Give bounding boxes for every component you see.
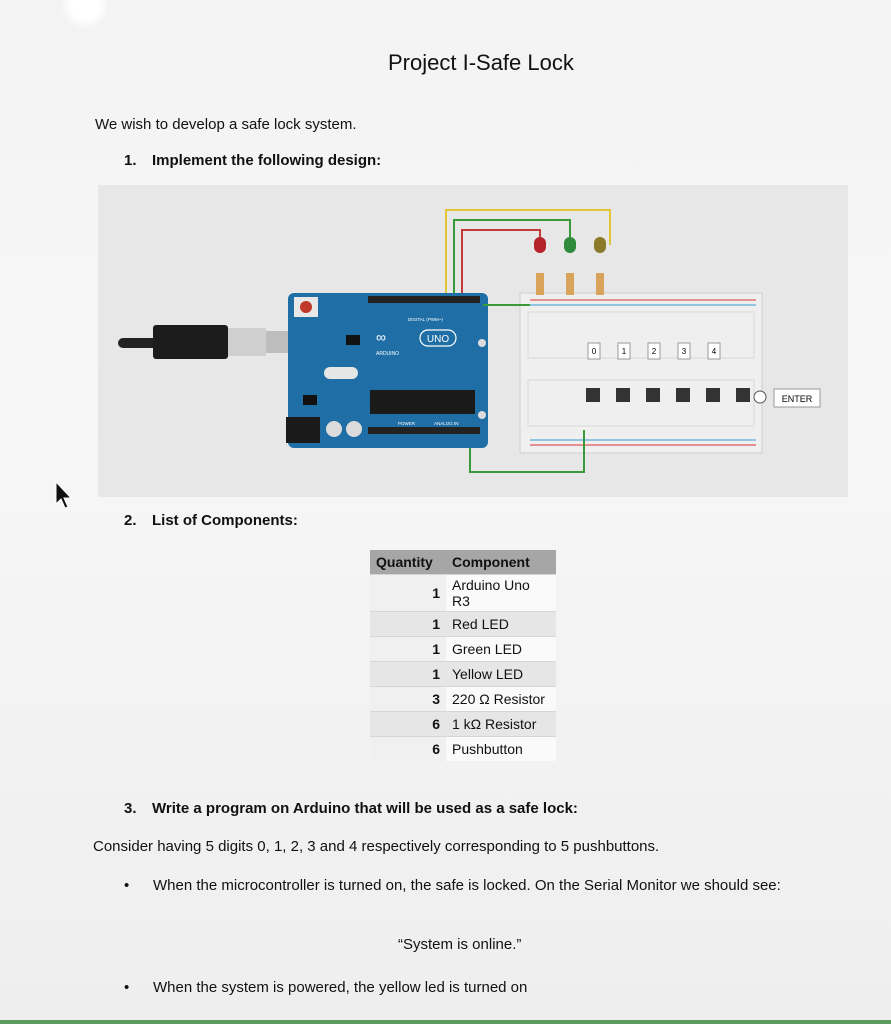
table-row: 1 Yellow LED [370, 661, 556, 687]
qty-cell: 1 [370, 611, 446, 637]
components-table: Quantity Component 1 Arduino Uno R3 1 Re… [370, 550, 556, 761]
section-1-heading: 1. Implement the following design: [124, 152, 381, 169]
button-label-2: 2 [652, 347, 657, 356]
component-cell: 1 kΩ Resistor [446, 711, 556, 737]
bullet-dot: • [124, 877, 130, 894]
qty-cell: 1 [370, 636, 446, 662]
svg-text:∞: ∞ [376, 329, 386, 345]
section-2-title: List of Components: [152, 512, 298, 529]
header-component: Component [446, 550, 556, 575]
table-row: 1 Arduino Uno R3 [370, 574, 556, 612]
header-quantity: Quantity [370, 550, 446, 575]
component-cell: Green LED [446, 636, 556, 662]
green-led [564, 237, 576, 253]
table-row: 6 Pushbutton [370, 736, 556, 761]
button-number-labels: 0 1 2 3 4 [587, 342, 721, 360]
bullet-dot: • [124, 979, 130, 996]
leds [534, 237, 606, 295]
analog-label: ANALOG IN [434, 421, 459, 426]
breadboard [519, 292, 763, 454]
component-cell: Red LED [446, 611, 556, 637]
enter-label-box: ENTER [773, 388, 821, 408]
yellow-led [594, 237, 606, 253]
usb-cable [118, 325, 288, 359]
component-cell: Yellow LED [446, 661, 556, 687]
serial-output-quote: “System is online.” [398, 936, 522, 953]
digital-label: DIGITAL (PWM~) [408, 317, 443, 322]
button-label-4: 4 [712, 347, 717, 356]
section-3-number: 3. [124, 800, 137, 817]
bottom-edge [0, 1020, 891, 1024]
component-cell: 220 Ω Resistor [446, 686, 556, 712]
qty-cell: 3 [370, 686, 446, 712]
component-cell: Arduino Uno R3 [446, 574, 556, 612]
button-label-3: 3 [682, 347, 687, 356]
section-3-title: Write a program on Arduino that will be … [152, 800, 578, 817]
qty-cell: 1 [370, 661, 446, 687]
power-label: POWER [398, 421, 416, 426]
table-row: 3 220 Ω Resistor [370, 686, 556, 712]
section-1-number: 1. [124, 152, 137, 169]
wires [445, 209, 611, 473]
board-brand-label: ARDUINO [376, 351, 399, 357]
qty-cell: 6 [370, 711, 446, 737]
bullet-text: When the microcontroller is turned on, t… [153, 877, 781, 894]
bullet-text: When the system is powered, the yellow l… [153, 979, 528, 996]
section-2-number: 2. [124, 512, 137, 529]
button-label-0: 0 [592, 347, 597, 356]
pushbuttons [586, 388, 767, 404]
table-row: 1 Red LED [370, 611, 556, 637]
qty-cell: 6 [370, 736, 446, 761]
section-3-heading: 3. Write a program on Arduino that will b… [124, 800, 578, 817]
page-title: Project I-Safe Lock [388, 50, 574, 75]
section-2-heading: 2. List of Components: [124, 512, 298, 529]
button-label-1: 1 [622, 347, 627, 356]
intro-text: We wish to develop a safe lock system. [95, 116, 357, 133]
camera-glare [60, 0, 110, 30]
section-1-title: Implement the following design: [152, 152, 382, 169]
circuit-svg: ∞ UNO ARDUINO DIGITAL (PWM~) POWER ANALO… [118, 209, 821, 473]
table-row: 1 Green LED [370, 636, 556, 662]
board-uno-label: UNO [427, 334, 449, 345]
qty-cell: 1 [370, 574, 446, 612]
enter-label: ENTER [782, 394, 813, 404]
mouse-cursor-icon [55, 480, 73, 509]
arduino-board: ∞ UNO ARDUINO DIGITAL (PWM~) POWER ANALO… [286, 293, 488, 448]
table-row: 6 1 kΩ Resistor [370, 711, 556, 737]
consider-text: Consider having 5 digits 0, 1, 2, 3 and … [93, 838, 660, 855]
red-led [534, 237, 546, 253]
circuit-diagram: ∞ UNO ARDUINO DIGITAL (PWM~) POWER ANALO… [98, 185, 848, 497]
component-cell: Pushbutton [446, 736, 556, 761]
table-header-row: Quantity Component [370, 550, 556, 575]
